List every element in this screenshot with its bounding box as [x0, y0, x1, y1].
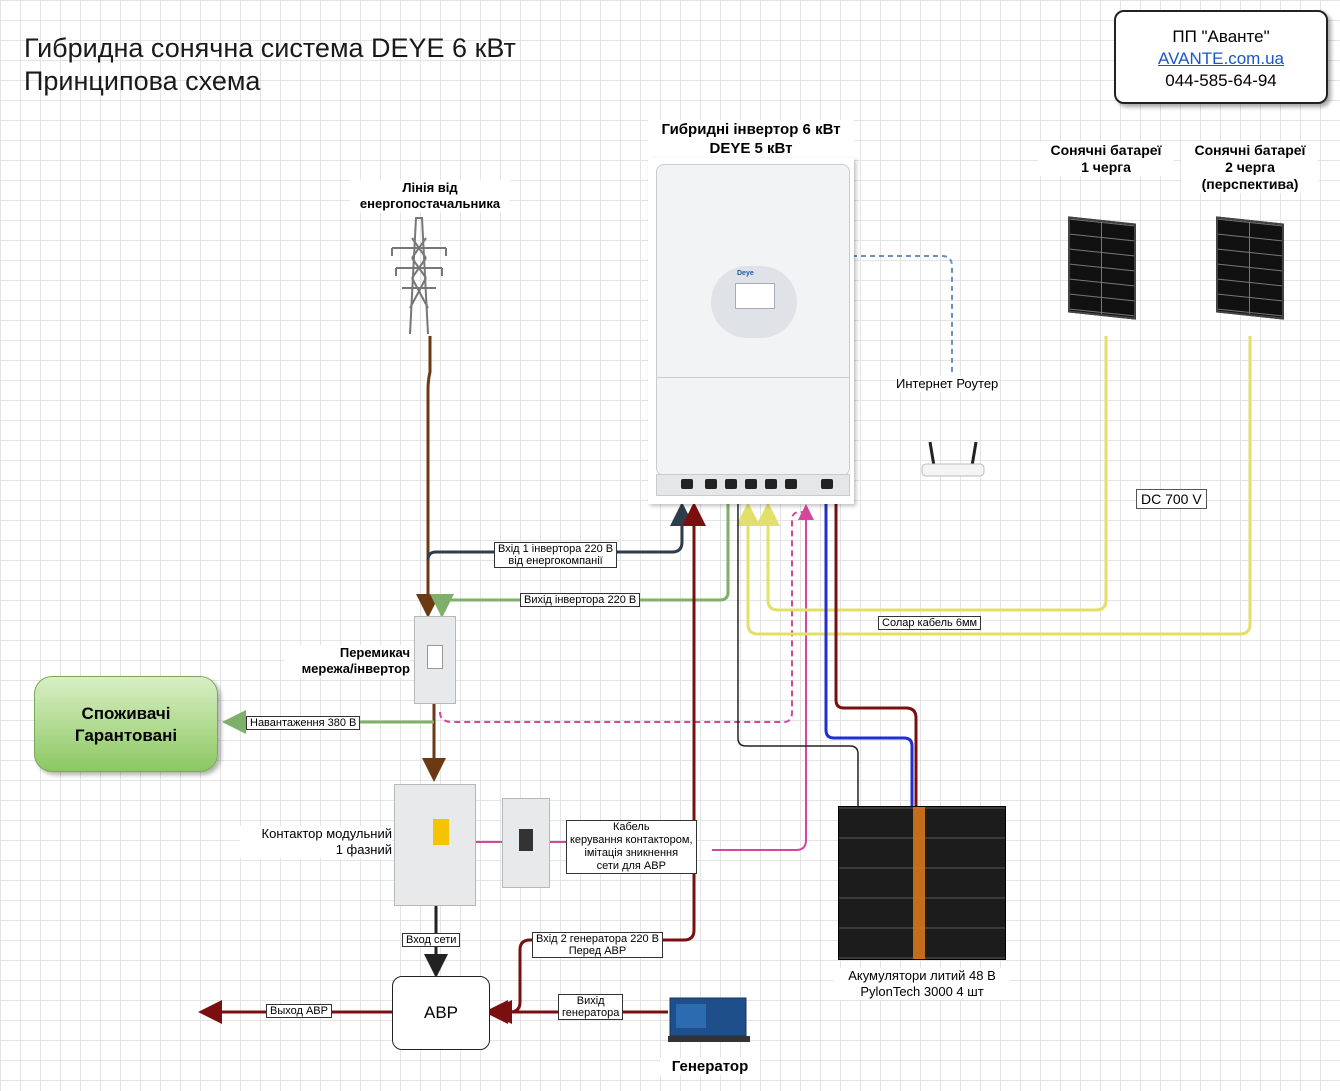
contactor-label-line-2: 1 фазний	[335, 842, 392, 857]
consumers-label-line-2: Гарантовані	[74, 726, 178, 745]
inverter-output-caption: Вихід інвертора 220 В	[520, 593, 641, 607]
transfer-switch-label-line-2: мережа/інвертор	[301, 661, 410, 676]
inverter-port	[785, 479, 797, 489]
inverter-label-line-2: DEYE 5 кВт	[709, 140, 793, 157]
solar-panel-1-label-line-2: 1 черга	[1081, 159, 1131, 175]
router-icon	[921, 441, 985, 477]
grid-line-label-line-2: енергопостачальника	[359, 196, 501, 211]
solar-panel-2-icon	[1216, 216, 1284, 320]
battery-label-line-2: PylonTech 3000 4 шт	[860, 984, 984, 999]
inverter-input-1-caption-line-1: Вхід 1 інвертора 220 В	[498, 543, 614, 555]
wire-solar-1	[756, 336, 1108, 612]
transfer-switch-device	[414, 616, 456, 704]
inverter-port	[681, 479, 693, 489]
solar-panel-2-label-line-2: 2 черга	[1225, 159, 1275, 175]
contactor-label: Контактор модульний 1 фазний	[240, 826, 392, 858]
wire-grid-to-switch	[416, 336, 440, 618]
generator-output-caption-line-1: Вихід	[576, 995, 605, 1007]
router-label: Интернет Роутер	[896, 376, 999, 392]
control-cable-caption-line-3: імітація зникнення	[584, 847, 679, 859]
inverter-port	[725, 479, 737, 489]
inverter-input-2-caption-line-1: Вхід 2 генератора 220 В	[536, 933, 659, 945]
guaranteed-consumers-box: Споживачі Гарантовані	[34, 676, 218, 772]
inverter-port	[705, 479, 717, 489]
solar-panel-1-label: Сонячні батареї 1 черга	[1038, 142, 1174, 176]
grid-input-caption: Вход сети	[402, 933, 461, 947]
control-cable-caption-line-1: Кабель	[612, 821, 650, 833]
contactor-label-line-1: Контактор модульний	[261, 826, 392, 841]
solar-panel-2-label: Сонячні батареї 2 черга (перспектива)	[1182, 142, 1318, 193]
wire-battery-black	[737, 504, 859, 806]
control-cable-caption-line-4: сети для АВР	[596, 860, 666, 872]
avr-box: АВР	[392, 976, 490, 1050]
circuit-breaker-device	[502, 798, 550, 888]
inverter-label-line-1: Гибридні інвертор 6 кВт	[661, 121, 841, 138]
inverter-screen	[735, 283, 775, 309]
generator-label: Генератор	[660, 1058, 760, 1075]
company-name: ПП "Аванте"	[1172, 27, 1270, 46]
generator-icon	[668, 997, 750, 1042]
grid-line-label-line-1: Лінія від	[402, 180, 458, 195]
wire-router-dashed	[852, 255, 953, 380]
modular-contactor-device	[394, 784, 476, 906]
solar-panel-2-label-line-1: Сонячні батареї	[1194, 142, 1306, 158]
wire-input2-to-avr	[484, 929, 696, 1024]
solar-panel-1-label-line-1: Сонячні батареї	[1050, 142, 1162, 158]
power-tower-icon	[391, 217, 447, 335]
control-cable-caption: Кабель керування контактором, імітація з…	[566, 820, 697, 874]
wire-input1-to-inverter	[426, 502, 694, 561]
avr-output-caption: Выход АВР	[266, 1004, 332, 1018]
company-website-link[interactable]: AVANTE.com.ua	[1158, 49, 1284, 68]
inverter-port	[745, 479, 757, 489]
inverter-brand-logo: Deye	[737, 270, 754, 277]
battery-label-line-1: Акумулятори литий 48 В	[848, 968, 996, 983]
inverter-port	[765, 479, 777, 489]
company-phone: 044-585-64-94	[1165, 71, 1277, 90]
wire-battery-red	[834, 504, 918, 806]
dc-voltage-label: DC 700 V	[1136, 489, 1207, 509]
inverter-input-1-caption: Вхід 1 інвертора 220 В від енергокомпані…	[494, 542, 618, 568]
inverter-input-2-caption-line-2: Перед АВР	[568, 945, 627, 957]
solar-panel-1-icon	[1068, 216, 1136, 320]
inverter-port	[821, 479, 833, 489]
wire-solar-2	[736, 336, 1252, 636]
transfer-switch-label: Перемикач мережа/інвертор	[284, 645, 410, 677]
transfer-switch-label-line-1: Перемикач	[339, 645, 410, 660]
load-caption: Навантаження 380 В	[246, 716, 361, 730]
wire-battery-blue	[824, 504, 914, 806]
solar-cable-caption: Солар кабель 6мм	[878, 616, 982, 630]
page-title: Гибридна сонячна система DEYE 6 кВт Прин…	[24, 32, 516, 98]
title-line-2: Принципова схема	[24, 66, 261, 96]
consumers-label-line-1: Споживачі	[81, 704, 171, 723]
inverter-input-2-caption: Вхід 2 генератора 220 В Перед АВР	[532, 932, 663, 958]
inverter-input-1-caption-line-2: від енергокомпанії	[508, 555, 603, 567]
inverter-display: Deye	[711, 266, 797, 338]
generator-output-caption: Вихід генератора	[558, 994, 624, 1020]
company-info-box: ПП "Аванте" AVANTE.com.ua 044-585-64-94	[1114, 10, 1328, 104]
title-line-1: Гибридна сонячна система DEYE 6 кВт	[24, 33, 516, 63]
inverter-label: Гибридні інвертор 6 кВт DEYE 5 кВт	[648, 120, 854, 158]
battery-stack	[838, 806, 1006, 960]
control-cable-caption-line-2: керування контактором,	[570, 834, 693, 846]
battery-label: Акумулятори литий 48 В PylonTech 3000 4 …	[834, 968, 1010, 1000]
inverter-port-panel	[656, 474, 850, 496]
battery-connector	[913, 807, 925, 959]
grid-line-label: Лінія від енергопостачальника	[350, 180, 510, 212]
solar-panel-2-label-line-3: (перспектива)	[1201, 176, 1299, 192]
generator-output-caption-line-2: генератора	[562, 1007, 620, 1019]
